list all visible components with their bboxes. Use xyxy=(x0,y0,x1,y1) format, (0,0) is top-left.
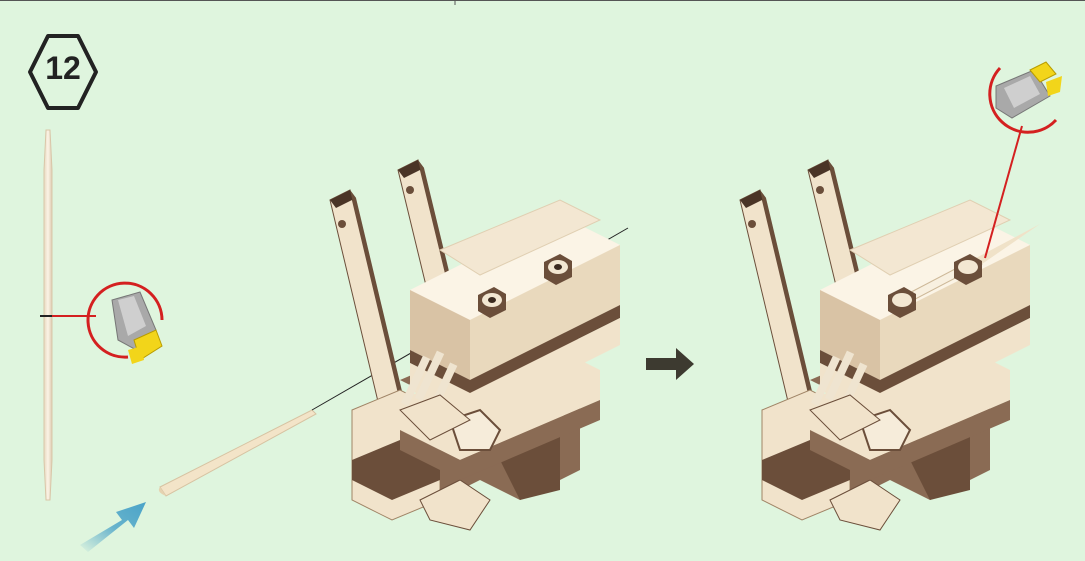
model-after xyxy=(740,160,1040,530)
model-before xyxy=(330,160,620,530)
transition-arrow-icon xyxy=(646,348,694,380)
step-number: 12 xyxy=(28,50,98,87)
cutter-callout-right-icon xyxy=(996,62,1062,118)
cutter-callout-left-icon xyxy=(112,292,162,364)
insert-arrow-icon xyxy=(80,502,146,552)
toothpick-diagonal xyxy=(159,410,316,496)
